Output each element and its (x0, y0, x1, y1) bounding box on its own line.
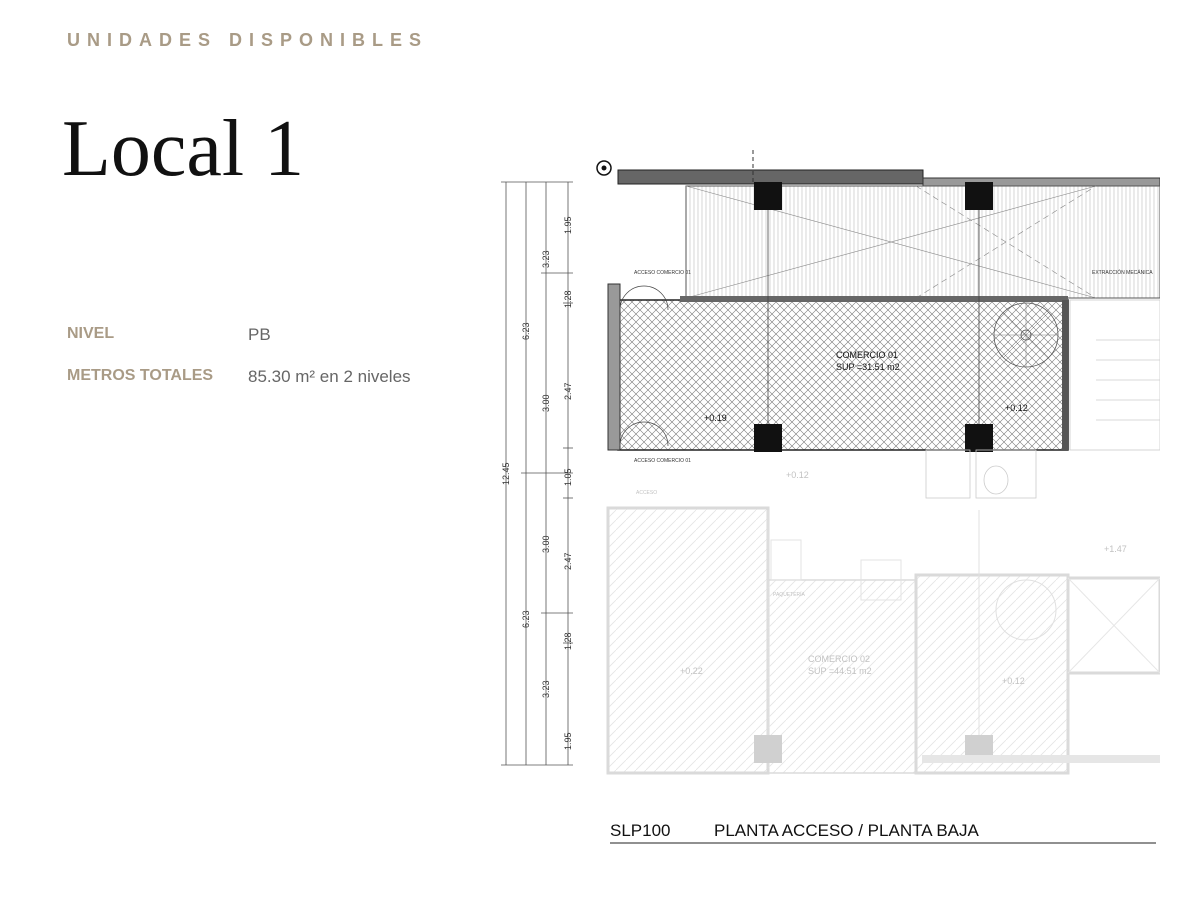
dim-mid-1: 6.23 (521, 322, 531, 340)
extraction-label: EXTRACCIÓN MECÁNICA (1092, 269, 1153, 276)
level-a: +0.19 (704, 413, 727, 423)
dim-inner-1: 3.23 (541, 250, 551, 268)
dim-fine-5: 2.47 (563, 552, 573, 570)
spec-row-area: METROS TOTALES 85.30 m² en 2 niveles (67, 367, 411, 409)
dim-fine-2: 1.28 (563, 290, 573, 308)
dim-outer: 12.45 (501, 462, 511, 485)
spec-row-level: NIVEL PB (67, 325, 411, 367)
dim-fine-1: 1.95 (563, 216, 573, 234)
dim-fine-3: 2.47 (563, 382, 573, 400)
sheet-title-block: SLP100 PLANTA ACCESO / PLANTA BAJA (610, 821, 1156, 844)
dimension-lines (501, 181, 573, 766)
paqueteria-label: PAQUETERÍA (773, 591, 806, 598)
level-c: +0.12 (786, 470, 809, 480)
unit-specs: NIVEL PB METROS TOTALES 85.30 m² en 2 ni… (67, 325, 411, 409)
dim-mid-2: 6.23 (521, 610, 531, 628)
spec-label-level: NIVEL (67, 325, 115, 342)
level-b: +0.12 (1005, 403, 1028, 413)
access-label-3: ACCESO (636, 490, 657, 496)
dim-fine-7: 1.95 (563, 732, 573, 750)
room1-name: COMERCIO 01 (836, 350, 898, 360)
room2-area: SUP =44.51 m2 (808, 666, 872, 676)
spec-value-area: 85.30 m² en 2 niveles (248, 367, 411, 386)
room1-area: SUP =31.51 m2 (836, 362, 900, 372)
comercio-01-room: COMERCIO 01 SUP =31.51 m2 +0.19 +0.12 AC… (607, 210, 1069, 464)
comercio-02-room: COMERCIO 02 SUP =44.51 m2 +0.12 +0.22 +0… (606, 470, 1160, 775)
dim-fine-4: 1.05 (563, 468, 573, 486)
service-core (925, 299, 1160, 499)
level-e: +0.12 (1002, 676, 1025, 686)
access-label-1: ACCESO COMERCIO 01 (634, 270, 691, 276)
top-sidewalk-zone: EXTRACCIÓN MECÁNICA (596, 150, 1160, 299)
dim-inner-2: 3.00 (541, 394, 551, 412)
dim-inner-4: 3.23 (541, 680, 551, 698)
dim-fine-6: 1.28 (563, 632, 573, 650)
section-eyebrow: UNIDADES DISPONIBLES (67, 30, 429, 50)
sheet-code: SLP100 (610, 821, 671, 840)
level-d: +0.22 (680, 666, 703, 676)
access-label-2: ACCESO COMERCIO 01 (634, 458, 691, 464)
page-title: Local 1 (62, 105, 305, 193)
sheet-title: PLANTA ACCESO / PLANTA BAJA (714, 821, 980, 840)
spec-value-level: PB (248, 325, 271, 344)
floor-plan: 12.45 6.23 6.23 3.23 3.00 3.00 3.23 1.95… (501, 150, 1160, 844)
room2-name: COMERCIO 02 (808, 654, 870, 664)
dim-inner-3: 3.00 (541, 535, 551, 553)
level-f: +1.47 (1104, 544, 1127, 554)
spec-label-area: METROS TOTALES (67, 367, 214, 384)
